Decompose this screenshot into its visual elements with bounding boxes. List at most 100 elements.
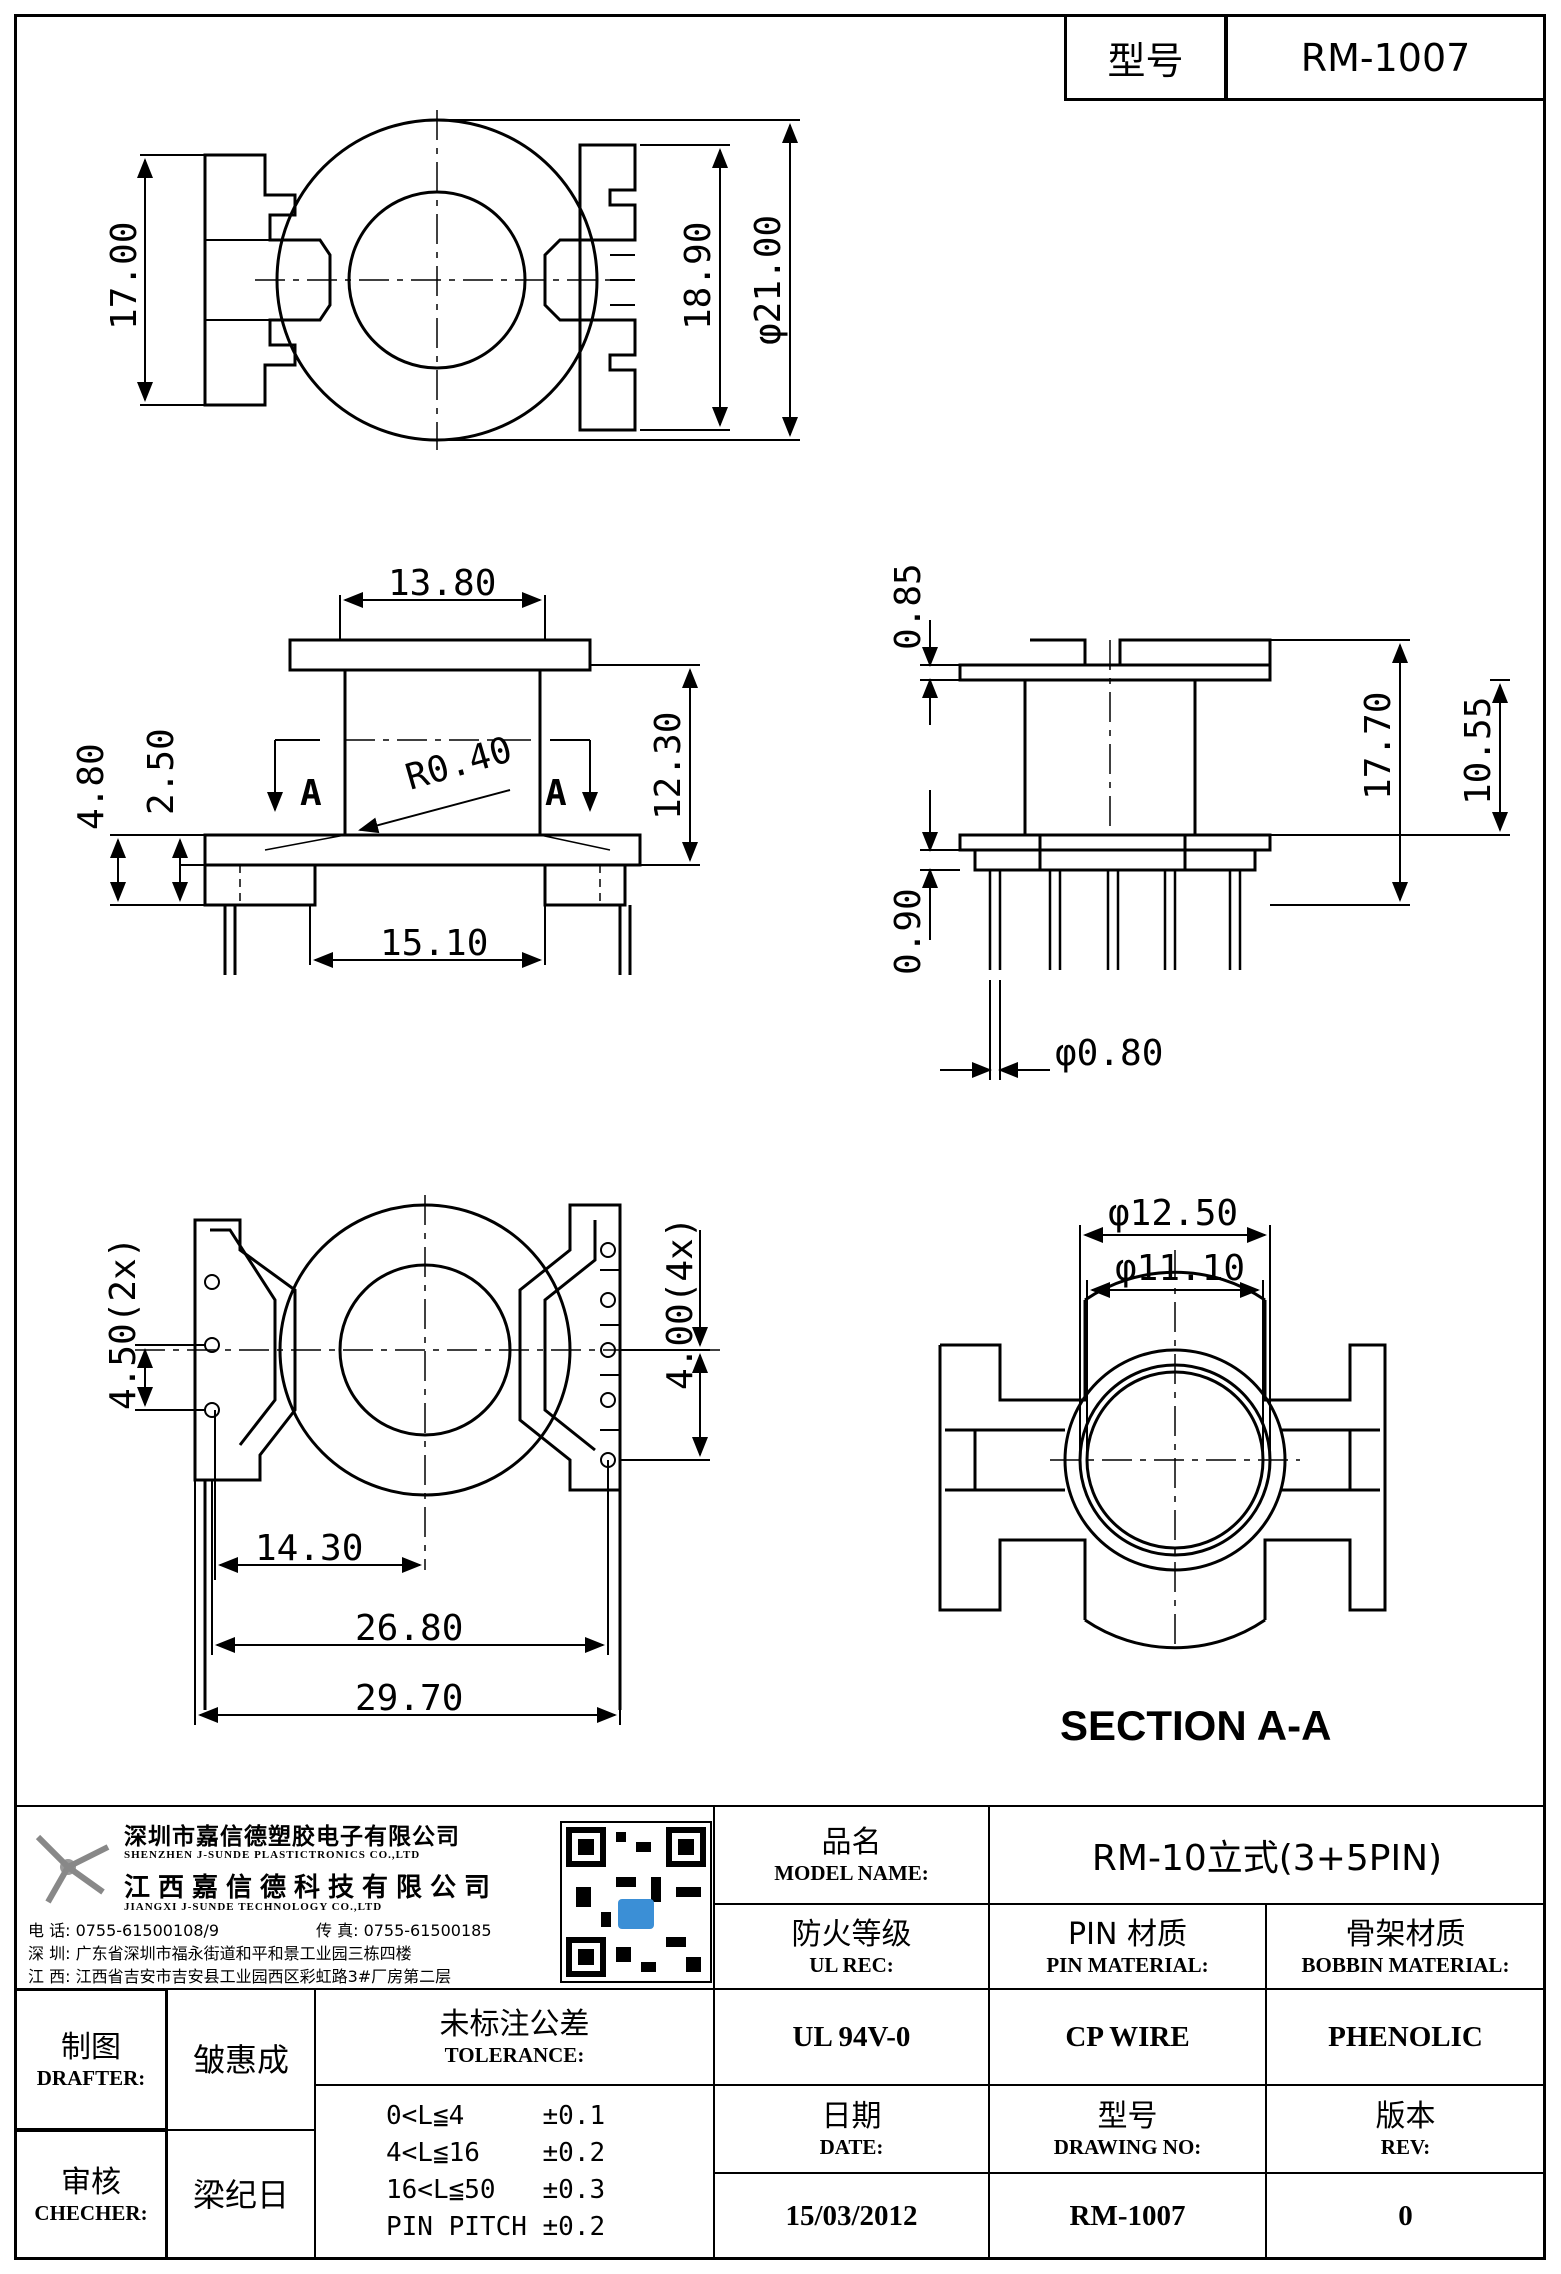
tolerance-values-cell: 0<L≦4 ±0.1 4<L≦16 ±0.2 16<L≦50 ±0.3 PIN …: [314, 2084, 715, 2260]
header-label: 型号: [1107, 39, 1184, 83]
section-view: [938, 1250, 1387, 1650]
dim-p: 14.30: [255, 1528, 363, 1569]
drawing-no-cn: 型号: [1097, 2099, 1158, 2134]
date-value-cell: 15/03/2012: [713, 2172, 990, 2260]
ul-en: UL REC:: [809, 1952, 894, 1977]
rev-cn: 版本: [1375, 2099, 1436, 2134]
side-view: [958, 638, 1272, 970]
section-view-dims: [1079, 1225, 1271, 1460]
checker-label-cell: 审核 CHECHER:: [14, 2129, 168, 2260]
rev-label-cell: 版本 REV:: [1265, 2084, 1546, 2174]
dim-q: 26.80: [355, 1608, 463, 1649]
dim-m: φ0.80: [1055, 1033, 1163, 1074]
company-name-jx: 江西嘉信德科技有限公司: [124, 1873, 499, 1903]
drawing-no-label-cell: 型号 DRAWING NO:: [988, 2084, 1267, 2174]
ul-label-cell: 防火等级 UL REC:: [713, 1903, 990, 1990]
header-value: RM-1007: [1300, 35, 1471, 80]
section-marker-right: A: [545, 773, 567, 814]
qr-code-icon: [556, 1817, 716, 1987]
dim-f: 2.50: [141, 728, 182, 815]
tolerance-line: 16<L≦50 ±0.3: [386, 2175, 606, 2205]
dim-k: 10.55: [1458, 697, 1499, 805]
product-name-value-cell: RM-10立式(3+5PIN): [988, 1805, 1546, 1905]
tolerance-line: PIN PITCH ±0.2: [386, 2212, 606, 2242]
side-view-dims: [920, 620, 1510, 1080]
dim-b: 18.90: [678, 222, 719, 330]
pin-cn: PIN 材质: [1068, 1916, 1187, 1952]
drawing-no-en: DRAWING NO:: [1053, 2135, 1202, 2159]
tolerance-label-cell: 未标注公差 TOLERANCE:: [314, 1988, 715, 2086]
dim-n: 4.50(2x): [103, 1237, 144, 1410]
bobbin-value: PHENOLIC: [1328, 2020, 1483, 2053]
drawing-no-value: RM-1007: [1069, 2199, 1186, 2232]
drafter-name: 皱惠成: [192, 2040, 289, 2079]
pin-value: CP WIRE: [1065, 2020, 1190, 2053]
dim-g: 4.80: [71, 743, 112, 830]
drafter-name-cell: 皱惠成: [166, 1988, 316, 2131]
dim-r: 29.70: [355, 1678, 463, 1719]
bobbin-value-cell: PHENOLIC: [1265, 1988, 1546, 2086]
tolerance-cn: 未标注公差: [439, 2007, 590, 2042]
company-phone: 电 话: 0755-61500108/9: [28, 1921, 220, 1940]
dim-c: φ21.00: [748, 215, 789, 345]
company-addr-jx: 江 西: 江西省吉安市吉安县工业园西区彩虹路3#厂房第二层: [28, 1967, 452, 1986]
company-addr-sz: 深 圳: 广东省深圳市福永街道和平和景工业园三栋四楼: [28, 1944, 412, 1963]
top-view: [203, 110, 637, 450]
rev-value-cell: 0: [1265, 2172, 1546, 2260]
dim-h: 15.10: [380, 923, 488, 964]
company-name-sz: 深圳市嘉信德塑胶电子有限公司: [124, 1824, 460, 1850]
rev-value: 0: [1398, 2199, 1413, 2232]
bobbin-label-cell: 骨架材质 BOBBIN MATERIAL:: [1265, 1903, 1546, 1990]
drawing-no-value-cell: RM-1007: [988, 2172, 1267, 2260]
dim-j: 17.70: [1358, 692, 1399, 800]
tolerance-line: 0<L≦4 ±0.1: [386, 2101, 606, 2131]
ul-value: UL 94V-0: [792, 2020, 911, 2053]
top-view-dims: [137, 119, 800, 441]
pin-label-cell: PIN 材质 PIN MATERIAL:: [988, 1903, 1267, 1990]
checker-cn: 审核: [61, 2164, 121, 2200]
pin-en: PIN MATERIAL:: [1046, 1952, 1209, 1977]
company-logo: [28, 1827, 118, 1907]
date-label-cell: 日期 DATE:: [713, 2084, 990, 2174]
date-cn: 日期: [821, 2099, 882, 2134]
header-label-cell: 型号: [1064, 14, 1227, 101]
product-name: RM-10立式(3+5PIN): [1091, 1838, 1443, 1879]
bobbin-cn: 骨架材质: [1345, 1916, 1466, 1952]
tolerance-en: TOLERANCE:: [444, 2043, 585, 2067]
date-en: DATE:: [819, 2135, 884, 2159]
product-name-cn: 品名: [821, 1825, 882, 1860]
dim-d: 13.80: [388, 563, 496, 604]
pin-value-cell: CP WIRE: [988, 1988, 1267, 2086]
dim-o: 4.00(4x): [660, 1217, 701, 1390]
checker-name: 梁纪日: [192, 2175, 289, 2214]
ul-value-cell: UL 94V-0: [713, 1988, 990, 2086]
company-name-jx-en: JIANGXI J-SUNDE TECHNOLOGY CO.,LTD: [124, 1901, 383, 1913]
front-view: [203, 638, 642, 975]
ul-cn: 防火等级: [791, 1916, 912, 1952]
product-name-en: MODEL NAME:: [774, 1861, 929, 1885]
date-value: 15/03/2012: [785, 2199, 918, 2232]
header-value-cell: RM-1007: [1225, 14, 1546, 101]
checker-en: CHECHER:: [34, 2200, 148, 2225]
rev-en: REV:: [1380, 2135, 1431, 2159]
bobbin-en: BOBBIN MATERIAL:: [1301, 1952, 1510, 1977]
bottom-view-dims: [135, 1230, 710, 1725]
drafter-label-cell: 制图 DRAFTER:: [14, 1988, 168, 2131]
section-marker-left: A: [300, 773, 322, 814]
drafter-cn: 制图: [61, 2029, 121, 2065]
dim-e: 12.30: [648, 712, 689, 820]
dim-t: φ11.10: [1115, 1248, 1245, 1289]
dim-i: 0.85: [888, 563, 929, 650]
company-name-sz-en: SHENZHEN J-SUNDE PLASTICTRONICS CO.,LTD: [124, 1849, 421, 1861]
section-title: SECTION A-A: [1060, 1702, 1331, 1749]
product-name-label-cell: 品名 MODEL NAME:: [713, 1805, 990, 1905]
company-cell: 深圳市嘉信德塑胶电子有限公司 SHENZHEN J-SUNDE PLASTICT…: [14, 1805, 715, 1990]
front-view-dims: [110, 592, 700, 968]
checker-name-cell: 梁纪日: [166, 2129, 316, 2260]
dim-a: 17.00: [104, 222, 145, 330]
dim-l: 0.90: [888, 888, 929, 975]
dim-s: φ12.50: [1108, 1193, 1238, 1234]
company-fax: 传 真: 0755-61500185: [316, 1921, 492, 1940]
tolerance-line: 4<L≦16 ±0.2: [386, 2138, 606, 2168]
